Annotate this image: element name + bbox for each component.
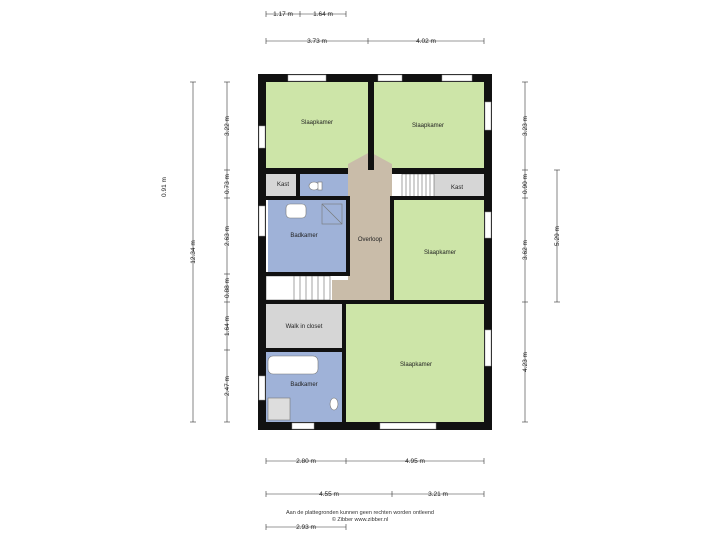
fixture-shower-upper-icon <box>321 203 343 225</box>
windows <box>258 74 492 430</box>
label-closet-left: Kast <box>277 182 289 188</box>
room-closet-right[interactable] <box>434 174 484 198</box>
dim-left-total: 12.34 m <box>190 240 197 264</box>
dim-left-3: 2.63 m <box>224 226 231 246</box>
room-bedroom-top-left[interactable] <box>266 82 368 170</box>
dim-top-2a: 3.73 m <box>307 38 327 45</box>
label-walk-in-closet: Walk in closet <box>286 324 323 330</box>
label-bathroom-upper: Badkamer <box>290 233 317 239</box>
dim-bottom-3: 2.93 m <box>296 524 316 531</box>
dim-left-5: 1.64 m <box>224 316 231 336</box>
dim-bottom-2a: 4.55 m <box>319 491 339 498</box>
dim-bottom-1a: 2.80 m <box>296 458 316 465</box>
dim-left-4: 0.88 m <box>224 278 231 298</box>
walls <box>258 74 492 430</box>
room-bathroom-upper[interactable] <box>268 200 346 272</box>
dim-right-2: 0.90 m <box>522 174 529 194</box>
room-walk-in-closet[interactable] <box>266 304 342 348</box>
fixture-bathtub-lower-icon <box>267 355 319 375</box>
fixture-bathtub-upper-icon <box>285 203 307 219</box>
dim-right-3: 3.62 m <box>522 240 529 260</box>
label-closet-right: Kast <box>451 185 463 191</box>
label-bedroom-bottom-right: Slaapkamer <box>400 362 432 368</box>
fixture-toilet-lower-icon <box>329 397 339 411</box>
dim-bottom-1b: 4.95 m <box>405 458 425 465</box>
stairs-upper <box>401 173 435 199</box>
room-bathroom-upper-wc[interactable] <box>300 174 348 198</box>
dim-top-2b: 4.02 m <box>416 38 436 45</box>
dim-top-1b: 1.64 m <box>313 11 333 18</box>
dim-left-outer: 0.91 m <box>161 177 168 197</box>
fixture-toilet-upper-icon <box>308 181 323 191</box>
room-closet-left[interactable] <box>266 174 296 198</box>
dim-top-1a: 1.17 m <box>273 11 293 18</box>
dim-right-1: 3.23 m <box>522 116 529 136</box>
label-bedroom-mid-right: Slaapkamer <box>424 250 456 256</box>
room-hallway[interactable] <box>332 152 392 300</box>
stairs-lower <box>265 275 331 301</box>
dim-bottom-2b: 3.21 m <box>428 491 448 498</box>
copyright-link[interactable]: © Zibber www.zibber.nl <box>331 517 389 523</box>
dimension-lines <box>190 11 560 530</box>
dimension-labels: 1.17 m 1.64 m 3.73 m 4.02 m 2.80 m 4.95 … <box>161 11 561 531</box>
label-hallway: Overloop <box>358 237 383 243</box>
room-bedroom-mid-right[interactable] <box>394 200 484 300</box>
room-bedroom-top-right[interactable] <box>374 82 484 170</box>
dim-right-4: 4.23 m <box>522 352 529 372</box>
dim-left-6: 2.47 m <box>224 376 231 396</box>
dim-left-2: 0.73 m <box>224 174 231 194</box>
dim-right-outer: 5.29 m <box>554 226 561 246</box>
label-bedroom-top-right: Slaapkamer <box>412 123 444 129</box>
disclaimer-text: Aan de plattegronden kunnen geen rechten… <box>285 510 434 516</box>
fixture-shower-lower-icon <box>267 397 291 421</box>
label-bedroom-top-left: Slaapkamer <box>301 120 333 126</box>
dim-left-1: 3.22 m <box>224 116 231 136</box>
room-bedroom-bottom-right[interactable] <box>346 304 484 422</box>
label-bathroom-lower: Badkamer <box>290 382 317 388</box>
